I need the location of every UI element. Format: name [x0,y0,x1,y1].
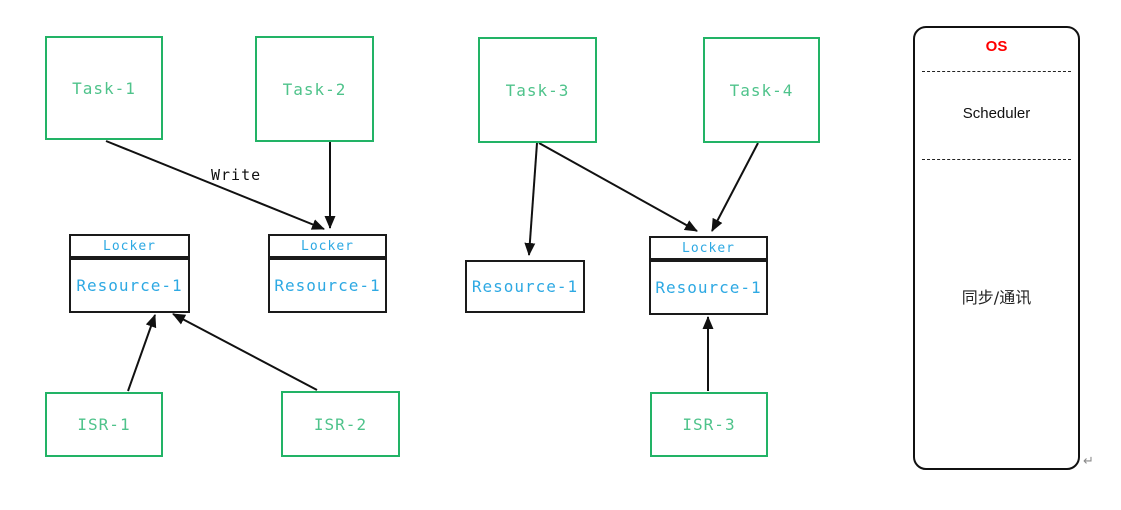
resource-1-box: Locker Resource-1 [69,234,190,313]
resource-1-locker-header: Locker [71,236,188,258]
arrow-isr2-to-resource1 [172,313,318,391]
task-3-box: Task-3 [478,37,597,143]
os-divider-top [922,71,1071,72]
paragraph-return-mark: ↵ [1083,454,1094,469]
scheduler-label: Scheduler [962,105,1031,122]
isr-2-label: ISR-2 [313,414,368,434]
resource-3-label: Resource-1 [471,277,579,296]
resource-2-label: Resource-1 [270,258,385,311]
resource-4-label: Resource-1 [651,260,766,313]
os-divider-bottom [922,159,1071,160]
task-3-label: Task-3 [505,80,570,100]
isr-2-box: ISR-2 [281,391,400,457]
isr-1-box: ISR-1 [45,392,163,457]
os-panel: OS Scheduler 同步/通讯 [913,26,1080,470]
isr-3-box: ISR-3 [650,392,768,457]
resource-2-box: Locker Resource-1 [268,234,387,313]
sync-comm-label: 同步/通讯 [961,288,1032,307]
task-4-box: Task-4 [703,37,820,143]
task-2-label: Task-2 [282,79,347,99]
resource-4-locker-header: Locker [651,238,766,260]
resource-3-box: Resource-1 [465,260,585,313]
task-4-label: Task-4 [729,80,794,100]
resource-4-box: Locker Resource-1 [649,236,768,315]
arrow-isr1-to-resource1 [127,314,157,392]
isr-3-label: ISR-3 [682,415,736,434]
resource-2-locker-header: Locker [270,236,385,258]
arrow-task3-to-resource3 [524,142,538,256]
task-1-label: Task-1 [72,78,136,98]
arrow-task1-to-resource2 [105,140,325,230]
os-panel-title: OS [985,38,1008,55]
arrow-task4-to-resource4 [711,142,759,232]
task-2-box: Task-2 [255,36,374,142]
arrow-task3-to-resource4 [538,142,698,232]
write-edge-label: Write [211,166,262,184]
task-1-box: Task-1 [45,36,163,140]
isr-1-label: ISR-1 [77,415,131,434]
resource-1-label: Resource-1 [71,258,188,311]
